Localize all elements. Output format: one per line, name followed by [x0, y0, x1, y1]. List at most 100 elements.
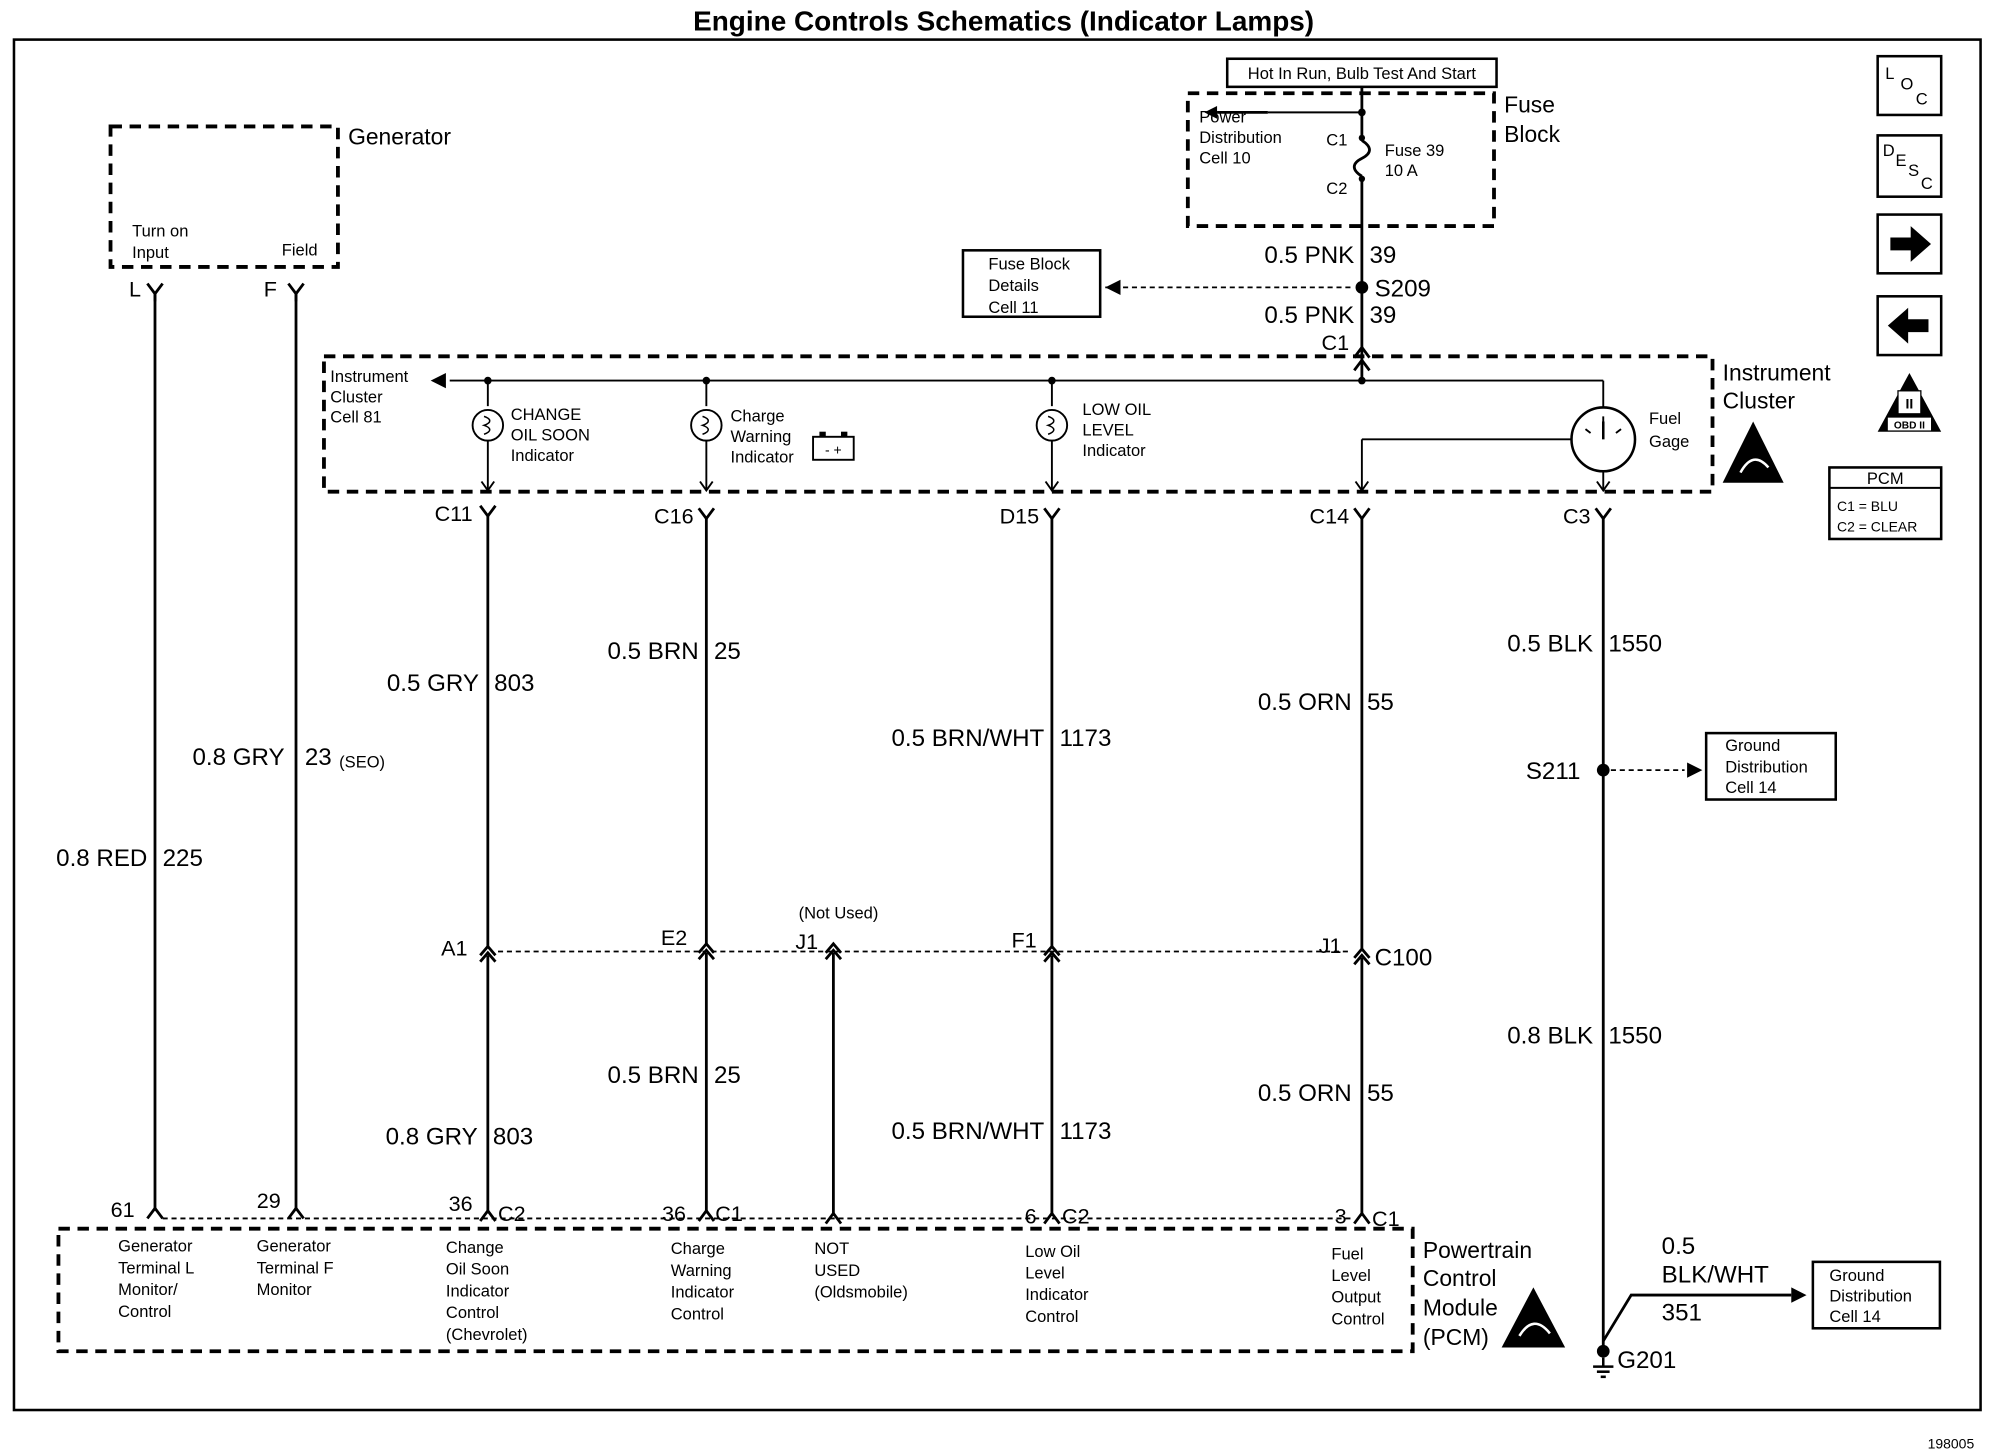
generator-terminal-l: L — [129, 276, 141, 301]
pcm-pin-number: 36 — [662, 1201, 686, 1226]
svg-text:(Oldsmobile): (Oldsmobile) — [814, 1283, 908, 1302]
splice-s211-label: S211 — [1526, 758, 1581, 785]
power-ref-line: Cell 10 — [1199, 148, 1250, 167]
connector-c3-label: C3 — [1563, 504, 1591, 529]
wire-gauge-label: 0.8 GRY — [386, 1123, 478, 1150]
svg-text:Indicator: Indicator — [446, 1281, 510, 1300]
pcm-title: Module — [1423, 1294, 1498, 1320]
wire-gauge-label: 0.5 PNK — [1264, 302, 1354, 329]
ref-text-line: Ground — [1829, 1266, 1884, 1285]
desc-letter: E — [1895, 151, 1906, 170]
pcm-conn-label: C1 — [1372, 1206, 1400, 1231]
prev-arrow-button[interactable] — [1876, 295, 1943, 357]
c100-pin-j1: J1 — [1319, 933, 1342, 958]
wire-circuit-label: 55 — [1367, 1080, 1394, 1107]
hot-in-run-label: Hot In Run, Bulb Test And Start — [1248, 64, 1477, 83]
charge-label: Warning — [730, 427, 791, 446]
svg-text:Control: Control — [118, 1302, 171, 1321]
fuse-details-ref[interactable] — [961, 249, 1102, 319]
generator: Generator Turn on Input Field L F — [108, 123, 451, 301]
svg-text:Control: Control — [671, 1304, 724, 1323]
pcm-pin-label: Low Oil Level Indicator Control — [1025, 1242, 1089, 1326]
pcm-conn-label: C1 — [715, 1201, 743, 1226]
obd-ii-badge: II OBD II — [1877, 372, 1942, 432]
loc-letter: O — [1901, 74, 1914, 93]
pcm-title: Powertrain — [1423, 1237, 1532, 1263]
battery-icon: - + — [812, 431, 855, 461]
ground-dist-ref[interactable] — [1704, 731, 1838, 801]
wire-circuit-label: 23 — [305, 744, 332, 771]
fuse-39-label: Fuse 39 — [1385, 141, 1445, 160]
pcm-pin-label: Charge Warning Indicator Control — [671, 1239, 735, 1323]
svg-text:Warning: Warning — [671, 1261, 732, 1280]
pcm-module: Powertrain Control Module (PCM) 61 29 36… — [56, 1188, 1566, 1354]
pcm-legend-c2: C2 = CLEAR — [1837, 518, 1917, 534]
turn-on-input-label: Turn on — [132, 221, 188, 240]
low-oil-label: Indicator — [1082, 441, 1146, 460]
wire-gauge-label: 0.5 BRN — [608, 1062, 699, 1089]
pcm-pin-number: 3 — [1335, 1203, 1347, 1228]
svg-text:Generator: Generator — [257, 1237, 332, 1256]
cluster-ref-line: Cell 81 — [330, 408, 381, 427]
pcm-title: (PCM) — [1423, 1324, 1489, 1350]
arrow-icon — [430, 372, 446, 389]
wire-runs: 0.8 RED 225 0.8 GRY 23 (SEO) 0.5 GRY 803… — [56, 282, 1662, 1354]
svg-text:Monitor/: Monitor/ — [118, 1280, 178, 1299]
fuse-block-title: Fuse — [1504, 91, 1555, 117]
ref-text-line: Cell 11 — [988, 298, 1038, 317]
svg-text:Control: Control — [446, 1303, 499, 1322]
arrow-icon — [1105, 279, 1121, 296]
pcm-pin-number: 61 — [111, 1197, 135, 1222]
wire-circuit-label: 803 — [493, 1123, 533, 1150]
pcm-connector-legend: PCM C1 = BLU C2 = CLEAR — [1828, 466, 1943, 541]
svg-text:Indicator: Indicator — [671, 1283, 735, 1302]
svg-text:II: II — [1906, 396, 1914, 412]
svg-text:Change: Change — [446, 1238, 504, 1257]
svg-text:USED: USED — [814, 1261, 860, 1280]
wire-circuit-label: 1550 — [1608, 1022, 1662, 1049]
fuel-gage-label: Gage — [1649, 432, 1689, 451]
wire-circuit-label: 39 — [1370, 302, 1397, 329]
esd-warning-icon — [1722, 421, 1784, 483]
generator-outline — [108, 124, 340, 269]
cluster-ref-line: Cluster — [330, 387, 383, 406]
pcm-pin-number: 6 — [1025, 1203, 1037, 1228]
wire-gauge-label: 0.8 RED — [56, 845, 147, 872]
svg-text:Indicator: Indicator — [1025, 1285, 1089, 1304]
ref-text-line: Ground — [1725, 736, 1780, 755]
pcm-legend-title: PCM — [1867, 469, 1904, 488]
svg-text:Monitor: Monitor — [257, 1280, 313, 1299]
pcm-conn-label: C2 — [498, 1201, 526, 1226]
desc-nav-button[interactable]: D E S C — [1876, 134, 1943, 198]
ref-text-line: Distribution — [1725, 758, 1808, 777]
svg-text:Control: Control — [1331, 1309, 1384, 1328]
svg-text:Level: Level — [1025, 1263, 1064, 1282]
loc-nav-button[interactable]: L O C — [1876, 54, 1943, 117]
g201-ground: 0.5 BLK/WHT 351 Ground Distribution Cell… — [1593, 1233, 1942, 1379]
wire-gauge-label: 0.5 GRY — [387, 670, 479, 697]
wire-circuit-label: 1550 — [1608, 630, 1662, 657]
pcm-pin-label: Fuel Level Output Control — [1331, 1244, 1384, 1328]
power-ref-line: Distribution — [1199, 128, 1282, 147]
turn-on-input-label: Input — [132, 243, 169, 262]
desc-letter: S — [1908, 161, 1919, 180]
charge-lamp-icon — [690, 409, 723, 442]
c100-pin-a1: A1 — [441, 935, 467, 960]
fuse-rating-label: 10 A — [1385, 161, 1418, 180]
power-ref-line: Power — [1199, 108, 1246, 127]
svg-text:NOT: NOT — [814, 1239, 849, 1258]
not-used-label: (Not Used) — [799, 903, 879, 922]
pcm-pin-number: 36 — [449, 1191, 473, 1216]
pcm-pin-label: Generator Terminal L Monitor/ Control — [118, 1237, 194, 1321]
next-arrow-button[interactable] — [1876, 213, 1943, 275]
svg-text:Level: Level — [1331, 1266, 1370, 1285]
ground-dist-ref[interactable] — [1811, 1260, 1942, 1330]
wire-circuit-label: 39 — [1370, 242, 1397, 269]
instrument-cluster-title: Instrument — [1723, 360, 1832, 386]
splice-s209 — [1355, 280, 1369, 294]
svg-text:Oil Soon: Oil Soon — [446, 1260, 509, 1279]
charge-label: Indicator — [730, 447, 794, 466]
wire-gauge-label: 0.5 BRN/WHT — [891, 725, 1044, 752]
wire-gauge-label: 0.5 ORN — [1258, 1080, 1352, 1107]
